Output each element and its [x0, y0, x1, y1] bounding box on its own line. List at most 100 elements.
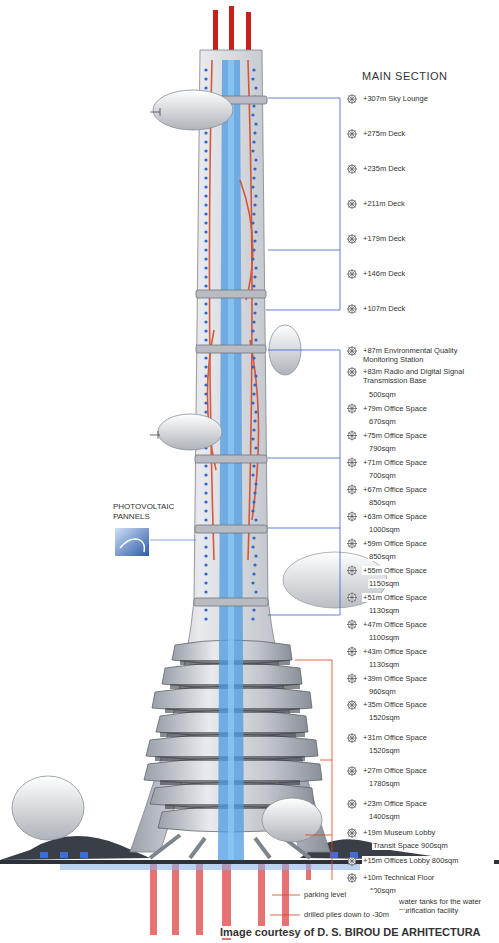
- level-icon-ray: [348, 200, 355, 207]
- level-icon: [348, 857, 356, 865]
- level-icon: [348, 368, 356, 376]
- level-icon: [348, 513, 356, 521]
- note-label: 500sqm: [368, 390, 470, 399]
- level-icon-ray: [348, 675, 355, 682]
- note-label: 400sqm: [368, 886, 450, 895]
- level-label: +179m Deck: [362, 234, 494, 243]
- level-icon-ray: [348, 767, 355, 774]
- note-label: 1780sqm: [368, 779, 470, 788]
- level-icon-ray: [348, 734, 355, 741]
- level-label: +39m Office Space: [362, 674, 484, 683]
- level-icon: [348, 701, 356, 709]
- note-label: 1400sqm: [368, 812, 470, 821]
- note-label: 1520sqm: [368, 746, 470, 755]
- note-label: water tanks for the water purification f…: [398, 897, 496, 915]
- level-label: +23m Office Space: [362, 799, 484, 808]
- level-icon: [348, 432, 356, 440]
- level-icon: [348, 540, 356, 548]
- level-icon: [348, 567, 356, 575]
- note-label: 790sqm: [368, 444, 470, 453]
- level-icon-ray: [348, 270, 355, 277]
- level-icon: [348, 486, 356, 494]
- level-label: +87m Environmental Quality Monitoring St…: [362, 346, 494, 364]
- note-label: PHOTOVOLTAIC PANNELS: [112, 502, 184, 522]
- level-icon-ray: [348, 405, 355, 412]
- level-icon: [348, 621, 356, 629]
- level-icon-ray: [348, 130, 355, 137]
- note-label: 1520sqm: [368, 713, 470, 722]
- level-label: +63m Office Space: [362, 512, 484, 521]
- level-label: +71m Office Space: [362, 458, 484, 467]
- level-icon: [348, 829, 356, 837]
- note-label: 1100sqm: [368, 633, 470, 642]
- section-title: MAIN SECTION: [362, 70, 447, 82]
- level-label: +307m Sky Lounge: [362, 94, 494, 103]
- level-label: +211m Deck: [362, 199, 494, 208]
- level-icon-ray: [348, 829, 355, 836]
- level-icon: [348, 165, 356, 173]
- level-icon-ray: [348, 648, 355, 655]
- level-icon: [348, 594, 356, 602]
- level-label: +107m Deck: [362, 304, 494, 313]
- level-label: +235m Deck: [362, 164, 494, 173]
- level-icon-ray: [348, 701, 355, 708]
- level-label: +55m Office Space: [362, 566, 484, 575]
- level-icon-ray: [348, 432, 355, 439]
- level-icon-ray: [348, 540, 355, 547]
- level-label: +59m Office Space: [362, 539, 484, 548]
- level-icon: [348, 459, 356, 467]
- photovoltaic-image: [115, 528, 149, 556]
- note-label: 960sqm: [368, 687, 470, 696]
- image-credit: Image courtesy of D. S. BIROU DE ARHITEC…: [220, 926, 481, 938]
- note-label: 1000sqm: [368, 525, 470, 534]
- level-icon-ray: [348, 486, 355, 493]
- level-label: +27m Office Space: [362, 766, 484, 775]
- level-label: +275m Deck: [362, 129, 494, 138]
- level-icon: [348, 347, 356, 355]
- level-icon: [348, 305, 356, 313]
- note-label: 1150sqm: [368, 579, 470, 588]
- level-label: +79m Office Space: [362, 404, 484, 413]
- level-icon: [348, 95, 356, 103]
- level-icon-ray: [348, 235, 355, 242]
- level-label: +146m Deck: [362, 269, 494, 278]
- level-icon-ray: [348, 874, 355, 881]
- level-icon: [348, 270, 356, 278]
- note-label: drilled piles down to -30m: [303, 910, 405, 919]
- level-icon-ray: [348, 513, 355, 520]
- level-label: +43m Office Space: [362, 647, 484, 656]
- level-icon-ray: [348, 95, 355, 102]
- level-label: +15m Offices Lobby 800sqm: [362, 856, 494, 865]
- level-icon: [348, 648, 356, 656]
- level-label: +19m Museum Lobby: [362, 828, 484, 837]
- note-label: 700sqm: [368, 471, 470, 480]
- level-icon-ray: [348, 621, 355, 628]
- level-icon-ray: [348, 305, 355, 312]
- level-icon-ray: [348, 567, 355, 574]
- level-label: +35m Office Space: [362, 700, 484, 709]
- note-label: Transit Space 900sqm: [372, 841, 494, 850]
- level-icon-ray: [348, 594, 355, 601]
- note-label: 1130sqm: [368, 660, 470, 669]
- level-icon: [348, 675, 356, 683]
- level-icon-ray: [348, 800, 355, 807]
- note-label: 670sqm: [368, 417, 470, 426]
- note-label: parking level: [303, 890, 375, 899]
- level-icon-ray: [348, 459, 355, 466]
- level-icon-ray: [348, 165, 355, 172]
- level-icon: [348, 235, 356, 243]
- level-icon-ray: [348, 347, 355, 354]
- note-label: 1130sqm: [368, 606, 470, 615]
- level-icon: [348, 874, 356, 882]
- note-label: 850sqm: [368, 552, 470, 561]
- note-label: 850sqm: [368, 498, 470, 507]
- level-label: +83m Radio and Digital Signal Transmissi…: [362, 367, 494, 385]
- level-label: +51m Office Space: [362, 593, 484, 602]
- level-icon: [348, 734, 356, 742]
- level-label: +67m Office Space: [362, 485, 484, 494]
- level-icon: [348, 767, 356, 775]
- level-label: +10m Technical Floor: [362, 873, 484, 882]
- level-icon: [348, 130, 356, 138]
- level-icon-ray: [348, 857, 355, 864]
- level-label: +75m Office Space: [362, 431, 484, 440]
